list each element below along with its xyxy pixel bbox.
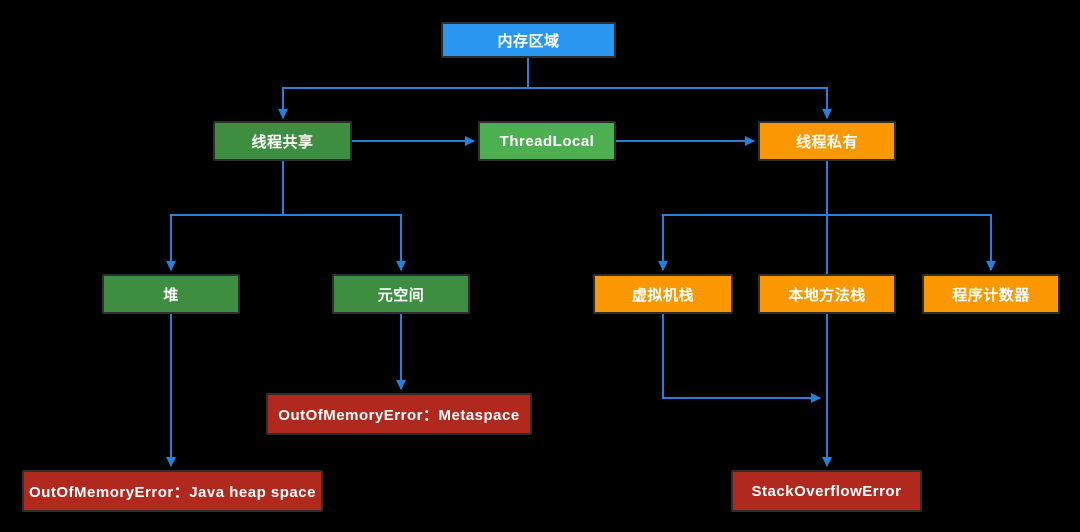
heap-label: 堆 xyxy=(163,286,179,304)
thread-shared-label: 线程共享 xyxy=(251,133,314,151)
node-metaspace: 元空间 xyxy=(332,274,470,314)
metaspace-label: 元空间 xyxy=(377,286,425,304)
node-memory-area: 内存区域 xyxy=(441,22,616,58)
node-thread-shared: 线程共享 xyxy=(213,121,352,161)
node-thread-private: 线程私有 xyxy=(758,121,896,161)
node-stack-overflow: StackOverflowError xyxy=(731,470,922,512)
stack-overflow-label: StackOverflowError xyxy=(751,482,902,500)
edge-thread-private-to-vm-stack xyxy=(658,161,828,271)
node-program-counter: 程序计数器 xyxy=(922,274,1060,314)
node-oom-metaspace: OutOfMemoryError：Metaspace xyxy=(266,393,532,435)
node-native-method-stack: 本地方法栈 xyxy=(758,274,896,314)
memory-area-label: 内存区域 xyxy=(497,32,560,50)
thread-local-label: ThreadLocal xyxy=(499,132,595,150)
node-oom-heap: OutOfMemoryError：Java heap space xyxy=(22,470,323,512)
edge-thread-shared-to-metaspace xyxy=(283,214,406,271)
node-heap: 堆 xyxy=(102,274,240,314)
edge-vm-stack-to-junction xyxy=(662,314,821,403)
native-method-stack-label: 本地方法栈 xyxy=(788,286,866,304)
vm-stack-label: 虚拟机栈 xyxy=(631,286,694,304)
edge-thread-shared-to-heap xyxy=(166,161,284,271)
node-thread-local: ThreadLocal xyxy=(478,121,616,161)
program-counter-label: 程序计数器 xyxy=(952,286,1030,304)
node-vm-stack: 虚拟机栈 xyxy=(593,274,733,314)
edge-memory-area-to-thread-shared xyxy=(278,58,529,119)
oom-metaspace-label: OutOfMemoryError：Metaspace xyxy=(278,406,520,424)
edge-memory-area-to-thread-private xyxy=(528,87,832,119)
thread-private-label: 线程私有 xyxy=(795,133,858,151)
edge-thread-private-to-program-counter xyxy=(827,214,996,271)
oom-heap-label: OutOfMemoryError：Java heap space xyxy=(29,483,316,501)
